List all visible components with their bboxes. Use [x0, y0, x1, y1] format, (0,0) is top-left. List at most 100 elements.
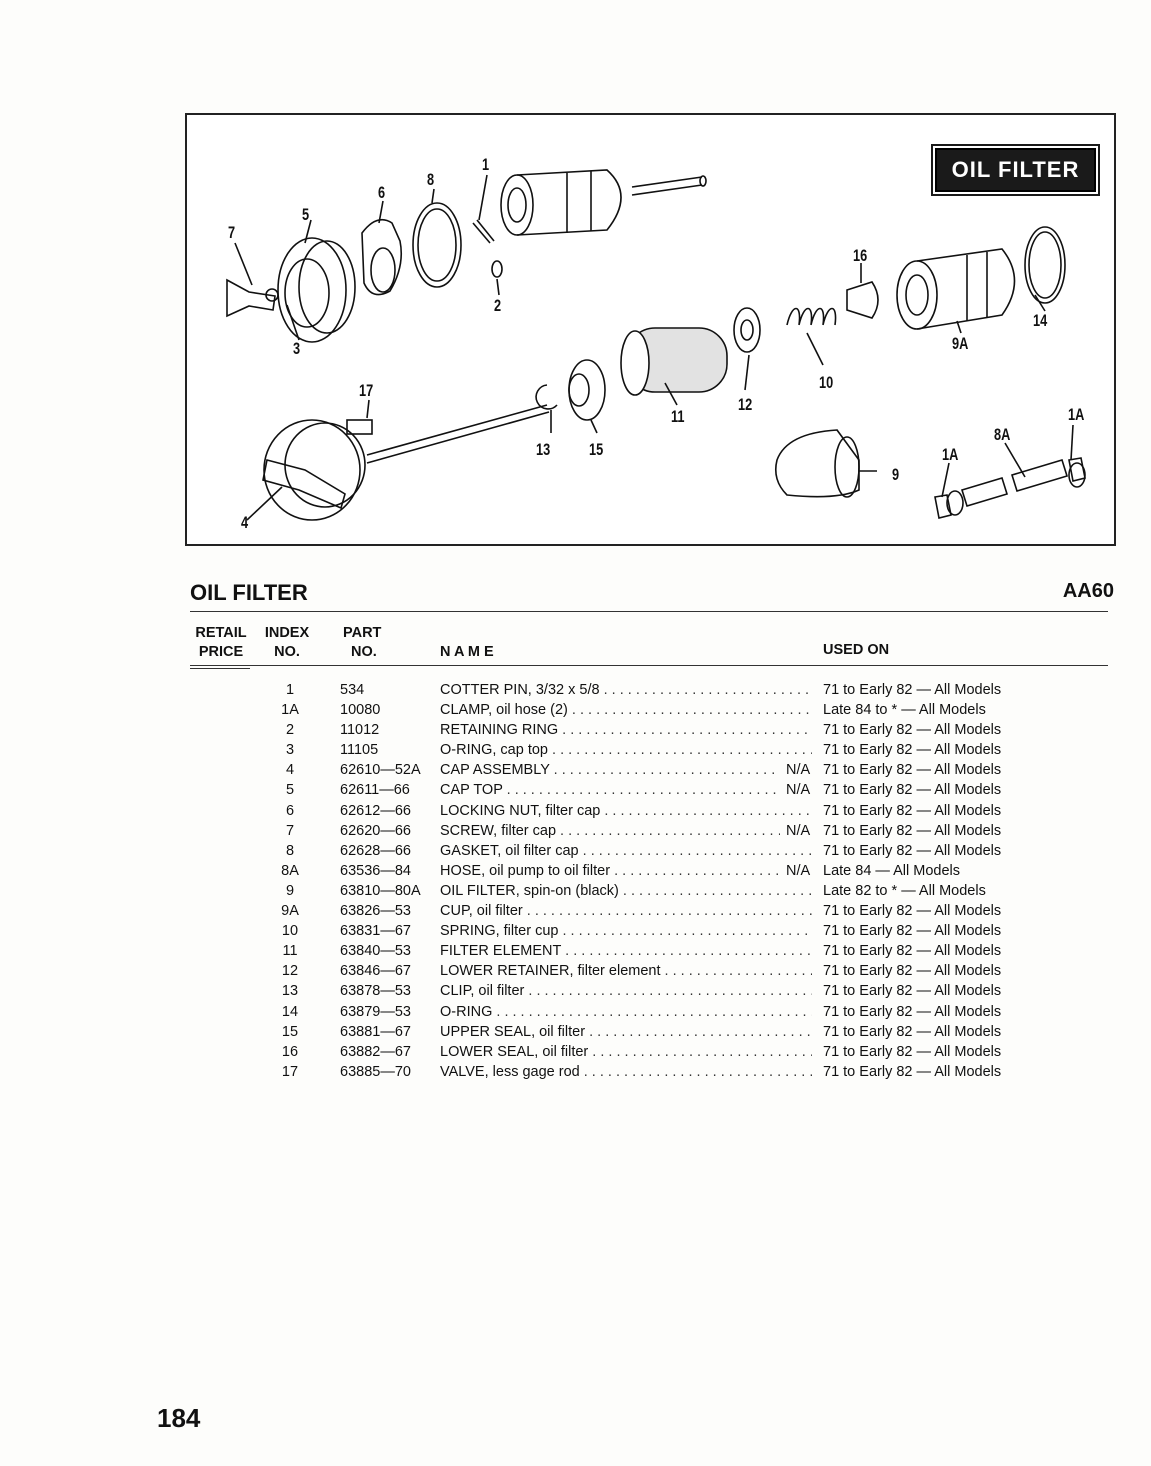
- used-on-cell: 71 to Early 82 — All Models: [823, 923, 1002, 940]
- page-number: 184: [157, 1403, 201, 1433]
- availability-cell: N/A: [786, 862, 811, 879]
- header-text: NO.: [351, 644, 377, 660]
- index-cell: 12: [281, 963, 299, 980]
- part-name-text: HOSE, oil pump to oil filter: [440, 862, 611, 879]
- part-number-cell: 63846—67: [340, 963, 411, 980]
- index-cell: 15: [281, 1023, 299, 1040]
- callout-label: 6: [378, 183, 386, 202]
- header-name: N A M E: [440, 644, 494, 660]
- part-name-text: COTTER PIN, 3/32 x 5/8: [440, 682, 600, 698]
- header-text: INDEX: [264, 625, 310, 641]
- callout-label: 8: [427, 170, 435, 189]
- part-number-cell: 11012: [340, 722, 380, 739]
- callout-label: 17: [359, 381, 374, 400]
- index-cell: 9: [285, 882, 295, 899]
- part-name-text: VALVE, less gage rod: [440, 1063, 580, 1080]
- index-cell: 13: [281, 983, 299, 1000]
- header-part-no: PART NO.: [343, 624, 381, 662]
- leader-dots: . . . . . . . . . . . . . . . . . . . . …: [571, 702, 812, 719]
- table-row: 8 62628—66 GASKET, oil filter cap . . . . …: [190, 841, 1120, 861]
- part-name-text: SPRING, filter cup: [440, 923, 559, 940]
- part-number-cell: 62628—66: [340, 842, 411, 859]
- callout-label: 16: [853, 246, 868, 265]
- part-name-cell: CLIP, oil filter . . . . . . . . . . . .…: [440, 981, 812, 1001]
- leader-dots: . . . . . . . . . . . . . . . . . . . . …: [553, 762, 780, 779]
- part-number-cell: 63831—67: [340, 923, 411, 940]
- used-on-cell: 71 to Early 82 — All Models: [823, 822, 1002, 839]
- part-number-cell: 63885—70: [340, 1063, 411, 1080]
- part-name-text: CAP TOP: [440, 782, 503, 799]
- header-text: RETAIL: [195, 625, 247, 641]
- part-number-cell: 62611—66: [340, 782, 410, 799]
- part-name-cell: COTTER PIN, 3/32 x 5/8 . . . . . . . . .…: [440, 680, 812, 700]
- oil-filter-illustration: [226, 169, 1086, 521]
- callout-label: 9: [892, 465, 900, 484]
- part-number-cell: 62612—66: [340, 802, 411, 819]
- callout-label: 4: [241, 513, 249, 532]
- availability-cell: N/A: [786, 762, 811, 779]
- index-cell: 8: [285, 842, 295, 859]
- index-cell: 4: [285, 762, 295, 779]
- part-name-cell: FILTER ELEMENT . . . . . . . . . . . . .…: [440, 941, 812, 961]
- part-number-cell: 63882—67: [340, 1043, 411, 1060]
- part-name-cell: GASKET, oil filter cap . . . . . . . . .…: [440, 841, 812, 861]
- leader-dots: . . . . . . . . . . . . . . . . . . . . …: [526, 903, 812, 920]
- index-cell: 5: [285, 782, 295, 799]
- part-name-cell: O-RING . . . . . . . . . . . . . . . . .…: [440, 1002, 812, 1022]
- part-name-text: CLAMP, oil hose (2): [440, 702, 568, 719]
- used-on-cell: 71 to Early 82 — All Models: [823, 963, 1002, 980]
- part-name-text: FILTER ELEMENT: [440, 943, 562, 960]
- leader-dots: . . . . . . . . . . . . . . . . . . . . …: [565, 943, 812, 960]
- index-cell: 3: [285, 742, 295, 759]
- part-name-cell: HOSE, oil pump to oil filter . . . . . .…: [440, 861, 780, 881]
- callout-label: 3: [293, 339, 301, 358]
- callout-label: 12: [738, 395, 753, 414]
- part-name-text: OIL FILTER, spin-on (black): [440, 882, 619, 899]
- callout-label: 2: [494, 296, 502, 315]
- part-number-cell: 534: [340, 682, 365, 698]
- header-text: PART: [343, 625, 382, 641]
- section-code: AA60: [1062, 580, 1114, 602]
- part-name-cell: SPRING, filter cup . . . . . . . . . . .…: [440, 921, 812, 941]
- used-on-cell: 71 to Early 82 — All Models: [823, 1063, 1002, 1080]
- header-text: NO.: [274, 644, 300, 660]
- header-text: PRICE: [198, 644, 244, 660]
- index-cell: 9A: [281, 903, 299, 920]
- part-name-text: SCREW, filter cap: [440, 822, 557, 839]
- leader-dots: . . . . . . . . . . . . . . . . . . . . …: [506, 782, 780, 799]
- part-name-cell: LOCKING NUT, filter cap . . . . . . . . …: [440, 801, 812, 821]
- callout-label: 9A: [952, 334, 969, 353]
- used-on-cell: Late 82 to * — All Models: [823, 882, 986, 899]
- used-on-cell: 71 to Early 82 — All Models: [823, 782, 1002, 799]
- used-on-cell: 71 to Early 82 — All Models: [823, 682, 1002, 698]
- part-name-cell: O-RING, cap top . . . . . . . . . . . . …: [440, 740, 812, 760]
- leader-dots: . . . . . . . . . . . . . . . . . . . . …: [496, 1003, 812, 1020]
- part-name-text: CLIP, oil filter: [440, 983, 525, 1000]
- part-number-cell: 62610—52A: [340, 762, 421, 779]
- part-name-cell: CUP, oil filter . . . . . . . . . . . . …: [440, 901, 812, 921]
- header-index-no: INDEX NO.: [258, 624, 316, 662]
- callout-label: 15: [589, 440, 604, 459]
- divider: [190, 665, 1108, 666]
- table-row: 13 63878—53 CLIP, oil filter . . . . . . .…: [190, 981, 1120, 1001]
- part-number-cell: 10080: [340, 702, 381, 719]
- index-cell: 7: [285, 822, 295, 839]
- part-name-cell: VALVE, less gage rod . . . . . . . . . .…: [440, 1062, 812, 1082]
- part-name-text: O-RING: [440, 1003, 493, 1020]
- leader-dots: . . . . . . . . . . . . . . . . . . . . …: [664, 963, 812, 980]
- part-number-cell: 63878—53: [340, 983, 411, 1000]
- part-name-cell: CLAMP, oil hose (2) . . . . . . . . . . …: [440, 700, 812, 720]
- part-name-text: LOCKING NUT, filter cap: [440, 802, 601, 819]
- index-cell: 6: [285, 802, 295, 819]
- part-number-cell: 63536—84: [340, 862, 411, 879]
